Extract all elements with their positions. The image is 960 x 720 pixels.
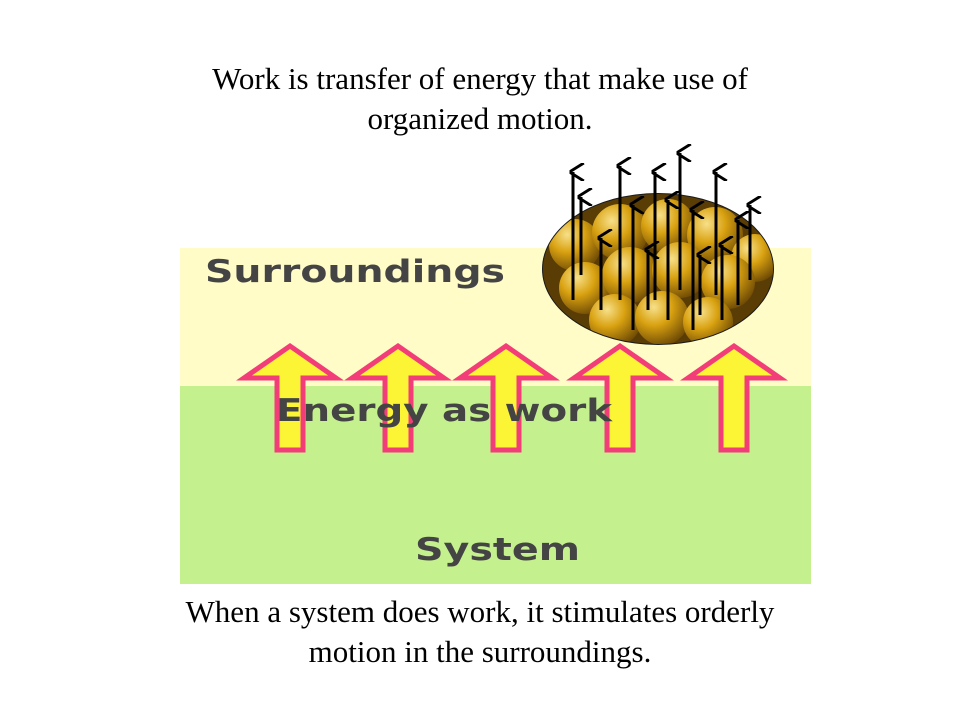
top-caption: Work is transfer of energy that make use… bbox=[0, 59, 960, 139]
energy-arrow-icon bbox=[566, 342, 674, 453]
energy-arrow-icon bbox=[236, 342, 344, 453]
bottom-caption-line-1: When a system does work, it stimulates o… bbox=[185, 594, 775, 629]
top-caption-line-1: Work is transfer of energy that make use… bbox=[212, 61, 748, 96]
bottom-caption: When a system does work, it stimulates o… bbox=[0, 592, 960, 672]
energy-arrow-icon bbox=[452, 342, 560, 453]
energy-arrows bbox=[236, 342, 788, 453]
energy-arrow-icon bbox=[680, 342, 788, 453]
system-label: System bbox=[415, 532, 580, 568]
surroundings-label: Surroundings bbox=[205, 254, 505, 290]
bottom-caption-line-2: motion in the surroundings. bbox=[308, 634, 652, 669]
energy-as-work-label: Energy as work bbox=[276, 393, 614, 429]
motion-arrows bbox=[573, 153, 750, 330]
energy-arrow-icon bbox=[344, 342, 452, 453]
top-caption-line-2: organized motion. bbox=[367, 101, 593, 136]
